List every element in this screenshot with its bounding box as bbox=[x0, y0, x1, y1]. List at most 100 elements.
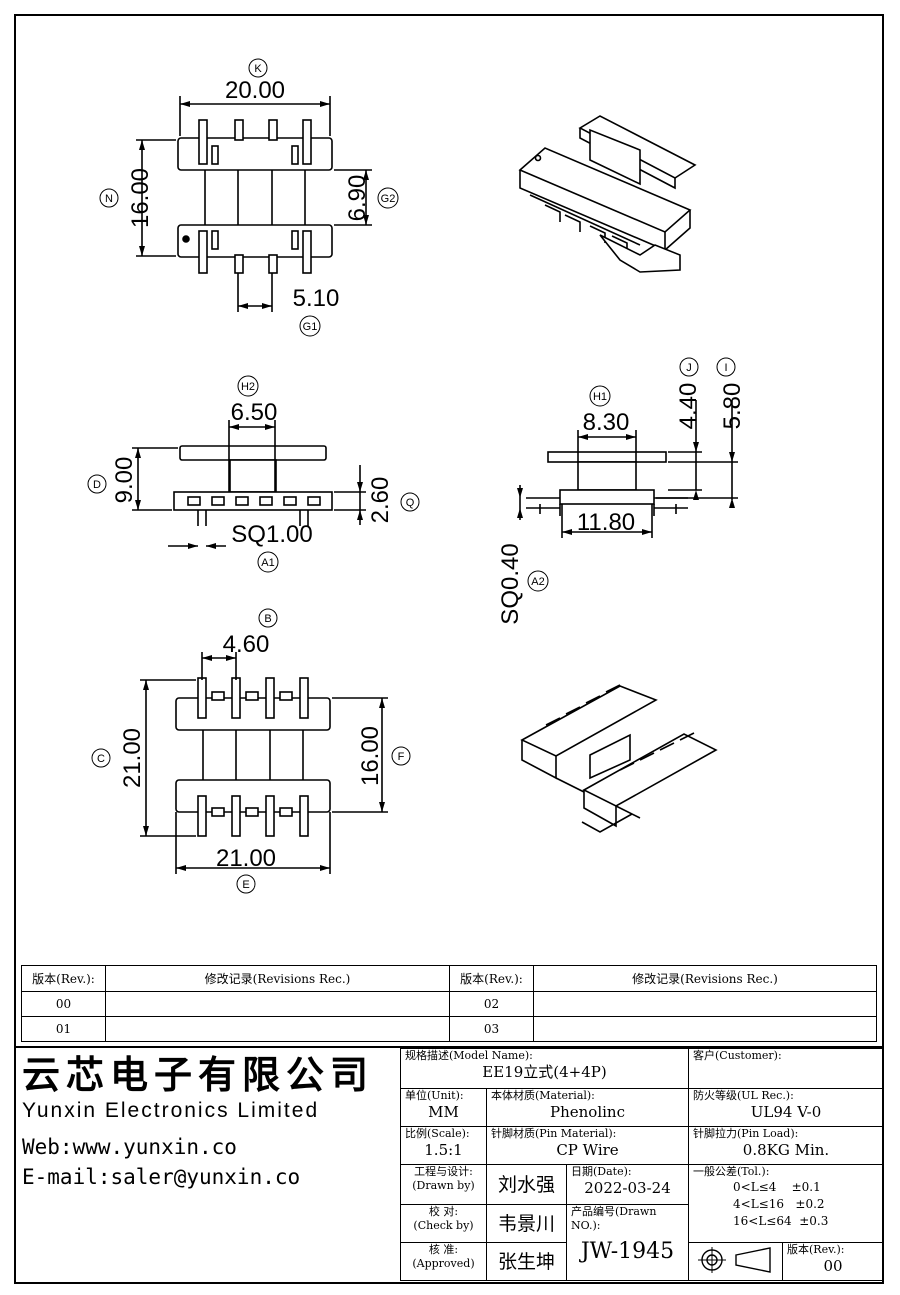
revisions-table: 版本(Rev.): 修改记录(Revisions Rec.) 版本(Rev.):… bbox=[21, 965, 877, 1042]
scale-cell: 比例(Scale): 1.5:1 bbox=[400, 1126, 487, 1165]
label-j: J bbox=[679, 357, 699, 377]
unit-label: 单位(Unit): bbox=[405, 1089, 464, 1102]
dim-i-value: 5.80 bbox=[719, 383, 746, 430]
label-f: F bbox=[391, 746, 411, 766]
model-label: 规格描述(Model Name): bbox=[405, 1049, 533, 1062]
svg-text:Q: Q bbox=[406, 497, 415, 509]
date-value: 2022-03-24 bbox=[584, 1179, 671, 1197]
svg-text:D: D bbox=[93, 479, 101, 491]
drawn-no-value: JW-1945 bbox=[580, 1239, 675, 1264]
customer-label: 客户(Customer): bbox=[693, 1049, 782, 1062]
check-by-value-cell: 韦景川 bbox=[486, 1204, 567, 1243]
label-g2: G2 bbox=[377, 187, 399, 209]
date-cell: 日期(Date): 2022-03-24 bbox=[566, 1164, 689, 1205]
rec-cell bbox=[533, 991, 877, 1017]
company-name-cn: 云芯电子有限公司 bbox=[22, 1053, 375, 1097]
first-angle-projection-icon bbox=[697, 1247, 771, 1273]
iso-view-bottom bbox=[520, 684, 718, 833]
dim-q-value: 2.60 bbox=[367, 477, 394, 524]
svg-text:K: K bbox=[254, 63, 262, 75]
material-cell: 本体材质(Material): Phenolinc bbox=[486, 1088, 689, 1127]
unit-value: MM bbox=[428, 1103, 459, 1121]
ul-value: UL94 V-0 bbox=[750, 1103, 822, 1121]
iso-view-top bbox=[518, 115, 697, 273]
tol-label: 一般公差(Tol.): bbox=[693, 1165, 770, 1178]
scale-value: 1.5:1 bbox=[424, 1141, 463, 1159]
date-label: 日期(Date): bbox=[571, 1165, 632, 1178]
dim-c-value: 21.00 bbox=[119, 728, 146, 788]
bottom-view bbox=[140, 652, 388, 874]
approved-label-2: (Approved) bbox=[412, 1257, 475, 1270]
customer-cell: 客户(Customer): bbox=[688, 1048, 884, 1089]
svg-text:B: B bbox=[264, 613, 271, 625]
dim-f-value: 16.00 bbox=[357, 726, 384, 786]
svg-text:H1: H1 bbox=[593, 391, 607, 403]
rec-cell bbox=[105, 1016, 450, 1042]
label-q: Q bbox=[400, 492, 420, 512]
table-row: 01 03 bbox=[21, 1016, 877, 1042]
svg-text:G1: G1 bbox=[303, 321, 318, 333]
approved-by-value-cell: 张生坤 bbox=[486, 1242, 567, 1281]
drawn-value: 刘水强 bbox=[497, 1173, 555, 1196]
svg-text:A1: A1 bbox=[261, 557, 274, 569]
ul-cell: 防火等级(UL Rec.): UL94 V-0 bbox=[688, 1088, 884, 1127]
rev-cell: 00 bbox=[21, 991, 106, 1017]
company-web: Web:www.yunxin.co bbox=[22, 1135, 237, 1159]
dim-width-value: 11.80 bbox=[577, 509, 635, 536]
check-value: 韦景川 bbox=[497, 1212, 555, 1235]
approved-label-1: 核 准: bbox=[428, 1243, 459, 1256]
rev-cell: 02 bbox=[449, 991, 534, 1017]
model-cell: 规格描述(Model Name): EE19立式(4+4P) bbox=[400, 1048, 689, 1089]
drawn-label-1: 工程与设计: bbox=[414, 1165, 473, 1178]
label-n: N bbox=[99, 188, 119, 208]
dim-j-value: 4.40 bbox=[675, 383, 702, 430]
pin-material-cell: 针脚材质(Pin Material): CP Wire bbox=[486, 1126, 689, 1165]
label-h2: H2 bbox=[237, 375, 259, 397]
check-label-2: (Check by) bbox=[413, 1219, 474, 1232]
svg-text:G2: G2 bbox=[381, 193, 396, 205]
rev-cell-title: 版本(Rev.): 00 bbox=[782, 1242, 884, 1281]
label-i: I bbox=[716, 357, 736, 377]
pin-load-value: 0.8KG Min. bbox=[742, 1141, 830, 1159]
drawn-by-value-cell: 刘水强 bbox=[486, 1164, 567, 1205]
rev-cell: 03 bbox=[449, 1016, 534, 1042]
company-name-en: Yunxin Electronics Limited bbox=[22, 1099, 320, 1122]
svg-text:E: E bbox=[242, 879, 249, 891]
pin-load-label: 针脚拉力(Pin Load): bbox=[693, 1127, 799, 1140]
dim-g1-value: 5.10 bbox=[293, 285, 340, 312]
rec-header-right: 修改记录(Revisions Rec.) bbox=[533, 965, 877, 992]
svg-text:I: I bbox=[724, 362, 727, 374]
dim-g2-value: 6.90 bbox=[344, 175, 371, 222]
title-block-divider bbox=[14, 1046, 884, 1048]
tolerance-cell: 一般公差(Tol.): 0<L≤4 ±0.1 4<L≤16 ±0.2 16<L≤… bbox=[688, 1164, 884, 1243]
label-h1: H1 bbox=[589, 385, 611, 407]
rec-header-left: 修改记录(Revisions Rec.) bbox=[105, 965, 450, 992]
drawn-no-cell: 产品编号(Drawn NO.): JW-1945 bbox=[566, 1204, 689, 1281]
rec-cell bbox=[105, 991, 450, 1017]
svg-text:H2: H2 bbox=[241, 381, 255, 393]
drawing-frame bbox=[14, 14, 884, 1284]
label-d: D bbox=[87, 474, 107, 494]
label-a2: A2 bbox=[527, 570, 549, 592]
check-label-1: 校 对: bbox=[428, 1205, 459, 1218]
tol-row: 16<L≤64 ±0.3 bbox=[733, 1214, 829, 1228]
label-b: B bbox=[258, 608, 278, 628]
dim-b-value: 4.60 bbox=[223, 631, 270, 658]
dim-h2-value: 6.50 bbox=[231, 399, 278, 426]
dim-a1-value: SQ1.00 bbox=[231, 521, 312, 548]
rev-header-left: 版本(Rev.): bbox=[21, 965, 106, 992]
table-row: 00 02 bbox=[21, 991, 877, 1017]
model-value: EE19立式(4+4P) bbox=[482, 1063, 607, 1081]
check-by-cell: 校 对: (Check by) bbox=[400, 1204, 487, 1243]
dim-d-value: 9.00 bbox=[111, 457, 138, 504]
drawn-no-label: 产品编号(Drawn NO.): bbox=[571, 1205, 657, 1232]
approved-value: 张生坤 bbox=[497, 1250, 555, 1273]
drawn-by-cell: 工程与设计: (Drawn by) bbox=[400, 1164, 487, 1205]
label-c: C bbox=[91, 748, 111, 768]
dim-k-value: 20.00 bbox=[225, 77, 285, 104]
company-email: E-mail:saler@yunxin.co bbox=[22, 1165, 301, 1189]
tol-row: 4<L≤16 ±0.2 bbox=[733, 1197, 825, 1211]
dim-a2-value: SQ0.40 bbox=[497, 543, 524, 624]
rev-cell: 01 bbox=[21, 1016, 106, 1042]
title-block: 规格描述(Model Name): EE19立式(4+4P) 客户(Custom… bbox=[400, 1048, 884, 1281]
